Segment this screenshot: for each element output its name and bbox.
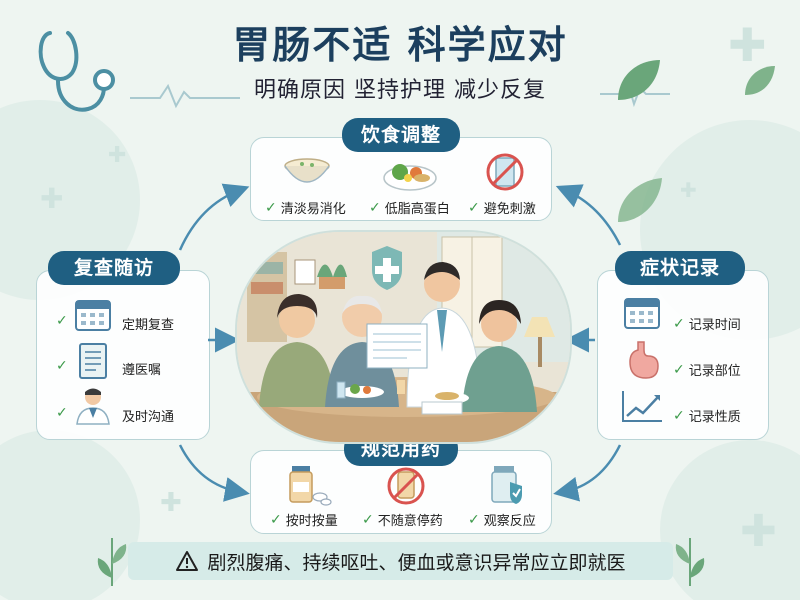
no-pill-icon <box>387 467 425 505</box>
check-icon: ✓ <box>56 405 68 421</box>
check-icon: ✓ <box>56 313 68 329</box>
check-icon: ✓ <box>468 199 480 216</box>
plus-icon: ✚ <box>108 143 127 168</box>
check-icon: ✓ <box>673 407 685 424</box>
leaf-icon <box>745 66 775 95</box>
medication-item-label: 不随意停药 <box>377 514 443 529</box>
leaf-icon <box>618 178 662 222</box>
medication-item-label: 观察反应 <box>483 514 536 529</box>
symptoms-item: ✓记录时间 <box>673 314 741 334</box>
symptoms-card <box>597 270 769 440</box>
warning-triangle-icon <box>176 551 199 571</box>
check-icon: ✓ <box>270 511 282 528</box>
arrow <box>178 183 250 251</box>
stethoscope-icon <box>38 31 115 112</box>
heartbeat-line-icon <box>130 83 240 109</box>
arrow <box>555 184 622 246</box>
check-icon: ✓ <box>468 511 480 528</box>
symptoms-item: ✓记录部位 <box>673 360 741 380</box>
leaf-icon <box>97 538 127 586</box>
doctor-icon <box>76 388 110 425</box>
check-icon: ✓ <box>362 511 374 528</box>
leaf-icon <box>618 60 660 100</box>
healthy-plate-icon <box>383 164 437 191</box>
check-icon: ✓ <box>673 361 685 378</box>
plus-icon: ✚ <box>728 18 767 72</box>
calendar-icon <box>75 300 111 331</box>
medication-item: ✓按时按量 <box>270 510 338 530</box>
symptoms-item-label: 记录时间 <box>688 318 741 333</box>
followup-check: ✓ <box>56 313 72 329</box>
medication-item: ✓不随意停药 <box>362 510 443 530</box>
leaf-icon <box>675 538 705 586</box>
arrow <box>178 444 250 502</box>
calendar-icon <box>624 298 660 329</box>
symptoms-title: 症状记录 <box>615 251 745 285</box>
followup-check: ✓ <box>56 405 72 421</box>
consultation-scene-graphic <box>237 232 570 442</box>
check-icon: ✓ <box>265 199 277 216</box>
symptoms-item-label: 记录性质 <box>688 410 741 425</box>
followup-card <box>36 270 210 440</box>
diet-item-label: 清淡易消化 <box>280 202 346 217</box>
diet-item: ✓低脂高蛋白 <box>369 198 450 218</box>
shield-bottle-icon <box>491 466 522 504</box>
check-icon: ✓ <box>56 358 68 374</box>
followup-item-label: 及时沟通 <box>122 410 175 425</box>
pill-bottle-icon <box>289 466 332 506</box>
followup-item-label: 定期复查 <box>122 318 175 333</box>
diet-item-label: 避免刺激 <box>483 202 536 217</box>
followup-item-label: 遵医嘱 <box>122 363 162 378</box>
diet-item: ✓清淡易消化 <box>265 198 346 218</box>
symptoms-item-label: 记录部位 <box>688 364 741 379</box>
warning-banner: 剧烈腹痛、持续呕吐、便血或意识异常应立即就医 <box>128 542 673 580</box>
plus-icon: ✚ <box>680 178 697 202</box>
diet-item-label: 低脂高蛋白 <box>384 202 450 217</box>
check-icon: ✓ <box>369 199 381 216</box>
plus-icon: ✚ <box>740 506 777 557</box>
stomach-icon <box>629 341 659 379</box>
followup-check: ✓ <box>56 358 72 374</box>
trend-chart-icon <box>622 391 662 422</box>
consultation-illustration <box>235 230 572 444</box>
plus-icon: ✚ <box>40 182 64 215</box>
diet-item: ✓避免刺激 <box>468 198 536 218</box>
medication-item-label: 按时按量 <box>285 514 338 529</box>
porridge-bowl-icon <box>284 158 330 183</box>
plus-icon: ✚ <box>160 488 182 518</box>
warning-text: 剧烈腹痛、持续呕吐、便血或意识异常应立即就医 <box>207 551 626 574</box>
page-title: 胃肠不适 科学应对 <box>232 23 568 67</box>
symptoms-item: ✓记录性质 <box>673 406 741 426</box>
arrow <box>553 444 622 502</box>
diet-title: 饮食调整 <box>342 118 460 152</box>
notebook-icon <box>79 343 107 379</box>
no-drink-icon <box>486 153 524 191</box>
check-icon: ✓ <box>673 315 685 332</box>
followup-title: 复查随访 <box>48 251 180 285</box>
medication-item: ✓观察反应 <box>468 510 536 530</box>
page-subtitle: 明确原因 坚持护理 减少反复 <box>254 78 546 103</box>
